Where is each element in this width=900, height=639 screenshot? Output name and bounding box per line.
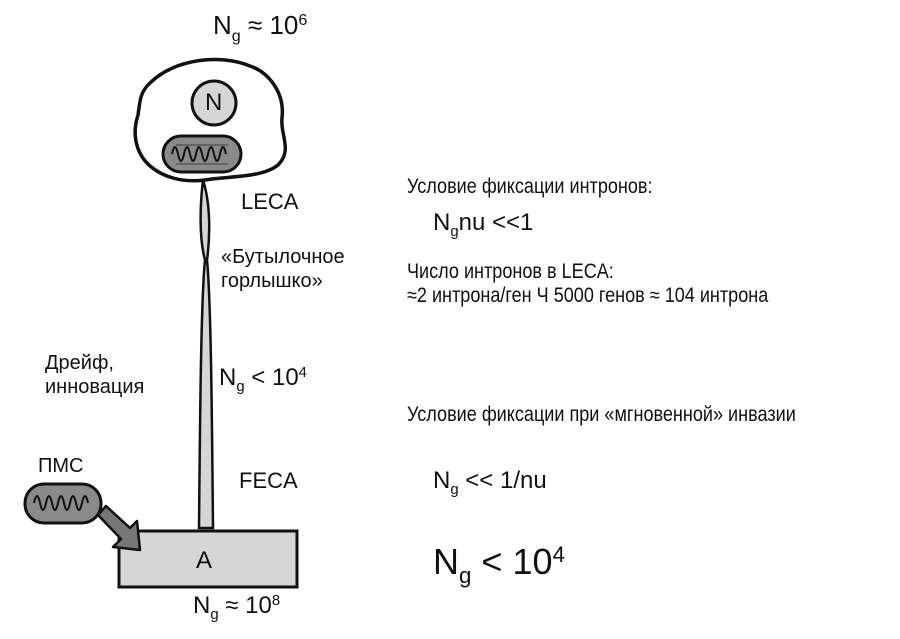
nucleus bbox=[190, 79, 238, 127]
leca-introns-calc: ≈2 интрона/ген Ч 5000 генов ≈ 104 интрон… bbox=[407, 284, 769, 307]
nucleus-label: N bbox=[205, 89, 223, 116]
leca-introns-title: Число интронов в LECA: bbox=[407, 260, 614, 283]
fix-condition-title: Условие фиксации интронов: bbox=[407, 175, 653, 198]
pms-mitochondrion-icon bbox=[23, 482, 103, 525]
big-formula: Ng < 104 bbox=[433, 541, 565, 589]
pms-label: ПМС bbox=[38, 455, 84, 477]
lineage-tube bbox=[197, 179, 215, 530]
mitochondrion-icon bbox=[161, 134, 243, 174]
ancestor-box-label: A bbox=[196, 547, 213, 574]
drift-label: Дрейф, инновация bbox=[45, 352, 145, 398]
bottleneck-label: «Бутылочное горлышко» bbox=[221, 246, 345, 292]
invasion-arrow bbox=[96, 504, 142, 552]
bottom-population-label: Ng ≈ 108 bbox=[193, 592, 281, 624]
feca-label: FECA bbox=[239, 468, 298, 493]
ancestor-box bbox=[117, 529, 299, 589]
instant-invasion-title: Условие фиксации при «мгновенной» инвази… bbox=[407, 403, 796, 426]
mid-population-label: Ng < 104 bbox=[219, 364, 307, 396]
leca-label: LECA bbox=[241, 189, 299, 214]
fix-condition-formula: Ngnu <<1 bbox=[433, 209, 534, 241]
top-population-label: Ng ≈ 106 bbox=[213, 10, 308, 45]
invasion-formula: Ng << 1/nu bbox=[433, 467, 547, 499]
